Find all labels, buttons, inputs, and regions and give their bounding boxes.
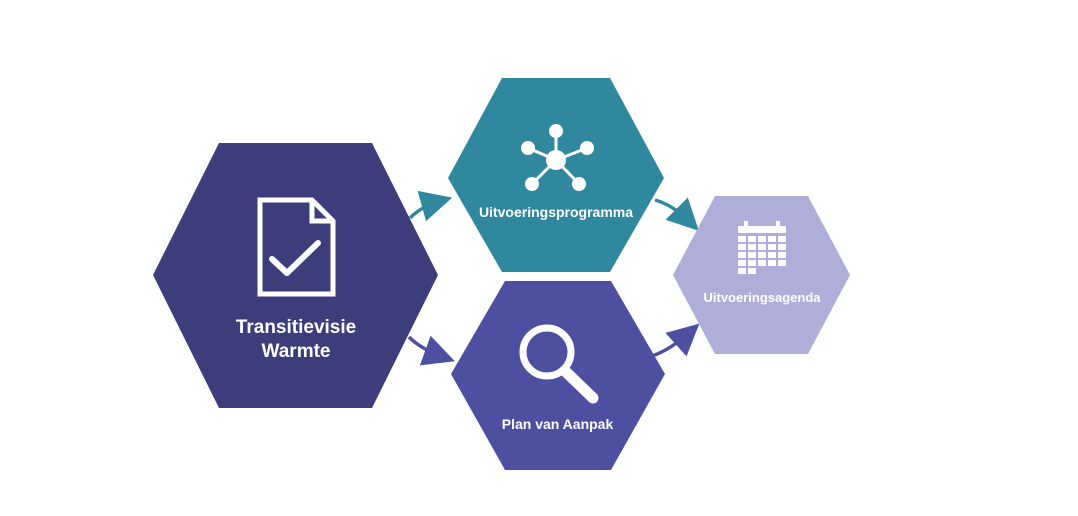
connector-transitievisie-uitvoeringsprogramma	[408, 190, 453, 222]
transitievisie-label-line1: Transitievisie	[235, 317, 357, 338]
connector-uitvoeringsprogramma-uitvoeringsagenda	[654, 197, 699, 231]
hexagon-uitvoeringsprogramma	[448, 78, 664, 272]
hexagon-transitievisie	[153, 143, 438, 408]
network-hub-icon	[521, 124, 594, 191]
hexagon-uitvoeringsagenda	[673, 196, 850, 354]
transitievisie-label-line2: Warmte	[261, 341, 331, 362]
calendar-icon	[738, 221, 786, 274]
magnifier-icon	[519, 324, 599, 404]
uitvoeringsprogramma-label: Uitvoeringsprogramma	[478, 204, 634, 220]
document-check-icon	[257, 197, 336, 297]
transitievisie-label: Transitievisie Warmte	[196, 316, 396, 364]
connector-transitievisie-plan-van-aanpak	[407, 335, 455, 366]
connector-plan-van-aanpak-uitvoeringsagenda	[651, 323, 700, 358]
plan-van-aanpak-label: Plan van Aanpak	[501, 416, 614, 432]
uitvoeringsagenda-label: Uitvoeringsagenda	[703, 290, 821, 305]
